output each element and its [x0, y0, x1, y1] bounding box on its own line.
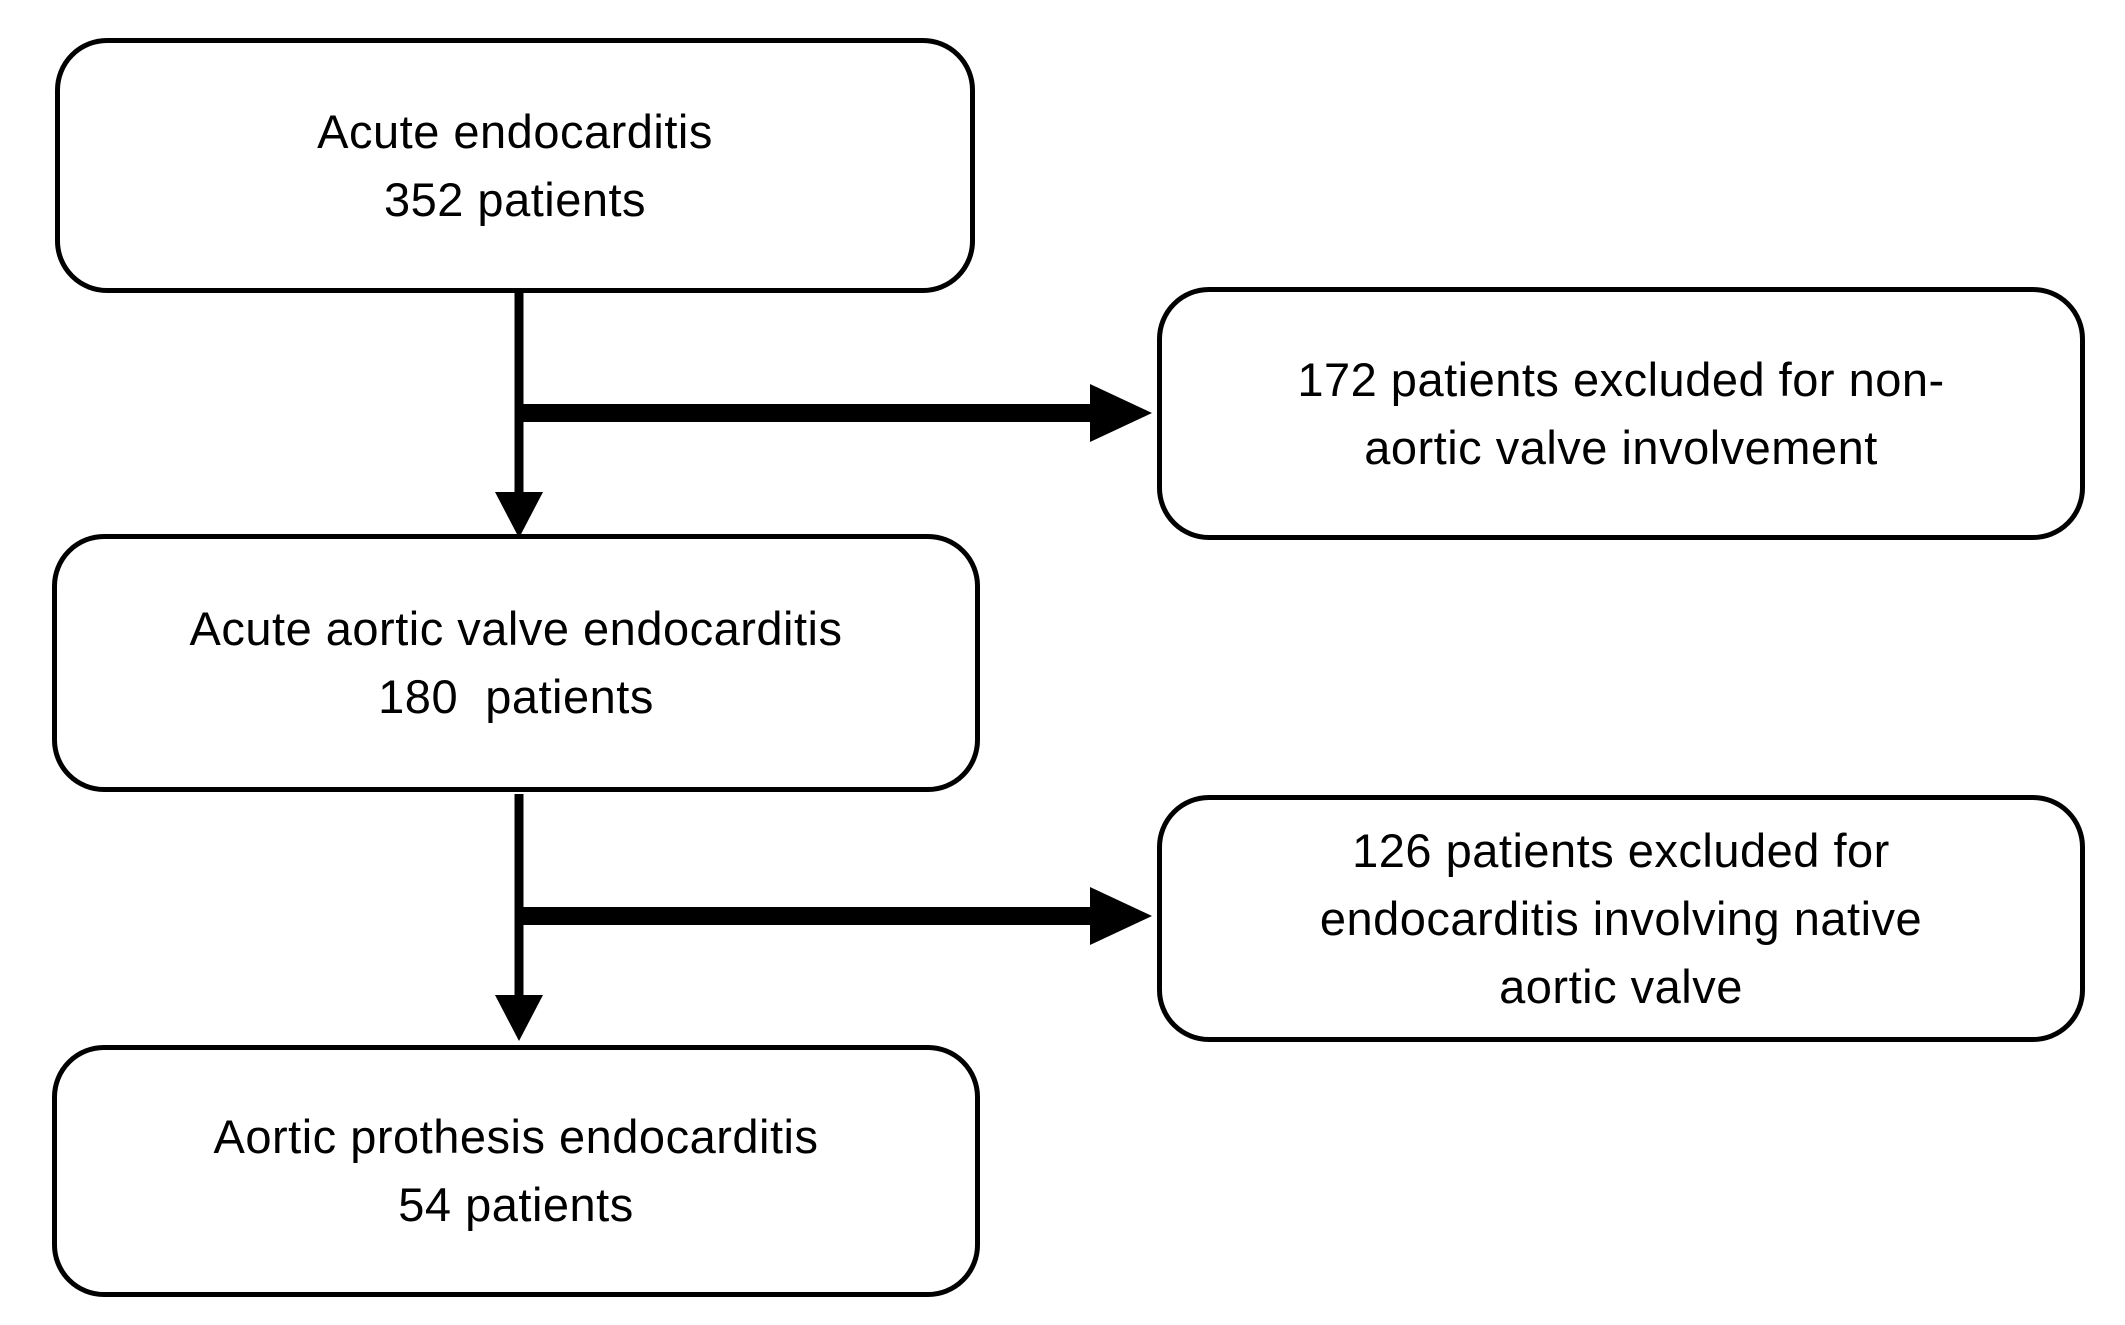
- box-title: Acute endocarditis: [317, 104, 713, 158]
- arrow-acute-to-aortic-valve: [495, 293, 543, 538]
- flow-box-aortic-valve-endocarditis: Acute aortic valve endocarditis 180 pati…: [52, 534, 980, 792]
- flow-box-excluded-non-aortic: 172 patients excluded for non- aortic va…: [1157, 287, 2085, 540]
- arrowhead-right-icon: [1090, 384, 1152, 442]
- box-patient-count: 180 patients: [378, 670, 654, 723]
- arrowhead-down-icon: [495, 492, 543, 538]
- box-title: Acute aortic valve endocarditis: [189, 602, 843, 655]
- arrow-branch-to-excluded-non-aortic: [519, 384, 1152, 442]
- box-text-line: endocarditis involving native: [1319, 891, 1923, 945]
- flow-box-excluded-native: 126 patients excluded for endocarditis i…: [1157, 795, 2085, 1042]
- box-text-line: 126 patients excluded for: [1352, 823, 1890, 877]
- flow-box-acute-endocarditis: Acute endocarditis 352 patients: [55, 38, 975, 293]
- arrowhead-right-icon: [1090, 887, 1152, 945]
- arrow-branch-to-excluded-native: [519, 887, 1152, 945]
- box-text-line: aortic valve: [1499, 959, 1743, 1013]
- box-patient-count: 54 patients: [398, 1178, 634, 1231]
- box-title: Aortic prothesis endocarditis: [213, 1110, 819, 1163]
- box-text-line: 172 patients excluded for non-: [1297, 352, 1945, 406]
- box-text-line: aortic valve involvement: [1364, 420, 1878, 474]
- arrowhead-down-icon: [495, 995, 543, 1041]
- arrow-aortic-valve-to-prothesis: [495, 794, 543, 1041]
- box-patient-count: 352 patients: [383, 172, 647, 226]
- flow-box-prothesis-endocarditis: Aortic prothesis endocarditis 54 patient…: [52, 1045, 980, 1297]
